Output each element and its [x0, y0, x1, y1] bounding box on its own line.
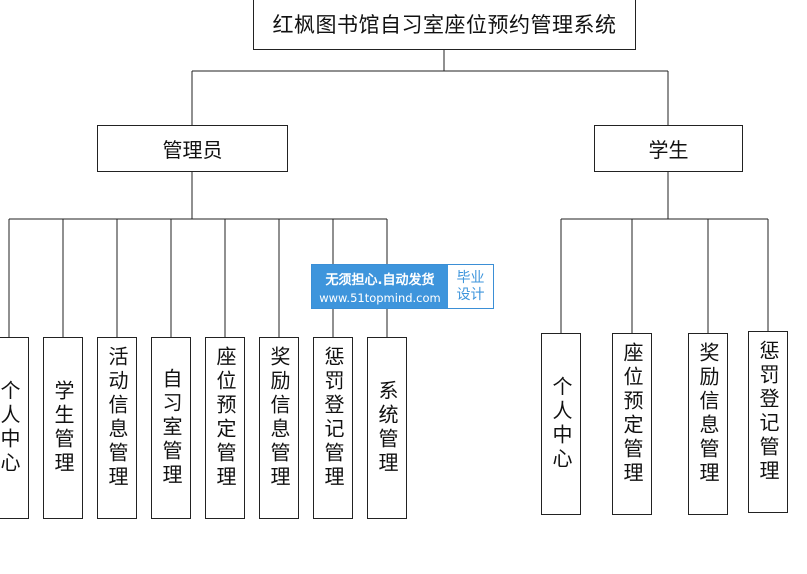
watermark-line2: www.51topmind.com [319, 290, 441, 305]
admin-module-activity-management: 活动信息管理 [97, 337, 137, 519]
role-node-student: 学生 [594, 125, 743, 172]
module-label: 座位预定管理 [213, 346, 237, 490]
role-node-admin: 管理员 [97, 125, 288, 172]
module-label: 座位预定管理 [620, 342, 644, 486]
watermark-tag-line2: 设计 [456, 286, 485, 303]
watermark-badge: 无须担心.自动发货 www.51topmind.com 毕业 设计 [311, 264, 494, 309]
module-label: 惩罚登记管理 [321, 346, 345, 490]
watermark-tag: 毕业 设计 [448, 265, 493, 308]
admin-module-student-management: 学生管理 [43, 337, 83, 519]
admin-module-seat-reservation-management: 座位预定管理 [205, 337, 245, 519]
module-label: 个人中心 [549, 376, 573, 472]
admin-module-study-room-management: 自习室管理 [151, 337, 191, 519]
module-label: 奖励信息管理 [696, 342, 720, 486]
watermark-line1: 无须担心.自动发货 [325, 272, 435, 288]
module-label: 奖励信息管理 [267, 346, 291, 490]
student-module-reward-management: 奖励信息管理 [688, 333, 728, 515]
module-label: 惩罚登记管理 [756, 340, 780, 484]
module-label: 系统管理 [375, 380, 399, 476]
module-label: 活动信息管理 [105, 346, 129, 490]
role-label-admin: 管理员 [162, 138, 223, 162]
root-title: 红枫图书馆自习室座位预约管理系统 [272, 13, 617, 37]
student-module-personal-center: 个人中心 [541, 333, 581, 515]
role-label-student: 学生 [648, 138, 689, 162]
watermark-text: 无须担心.自动发货 www.51topmind.com [312, 265, 448, 308]
admin-module-reward-management: 奖励信息管理 [259, 337, 299, 519]
module-label: 学生管理 [51, 380, 75, 476]
root-node: 红枫图书馆自习室座位预约管理系统 [253, 0, 636, 50]
student-module-seat-reservation-management: 座位预定管理 [612, 333, 652, 515]
student-module-penalty-management: 惩罚登记管理 [748, 331, 788, 513]
watermark-tag-line1: 毕业 [456, 269, 485, 286]
module-label: 个人中心 [0, 380, 21, 476]
admin-module-personal-center: 个人中心 [0, 337, 29, 519]
module-label: 自习室管理 [159, 368, 183, 488]
admin-module-penalty-management: 惩罚登记管理 [313, 337, 353, 519]
admin-module-system-management: 系统管理 [367, 337, 407, 519]
